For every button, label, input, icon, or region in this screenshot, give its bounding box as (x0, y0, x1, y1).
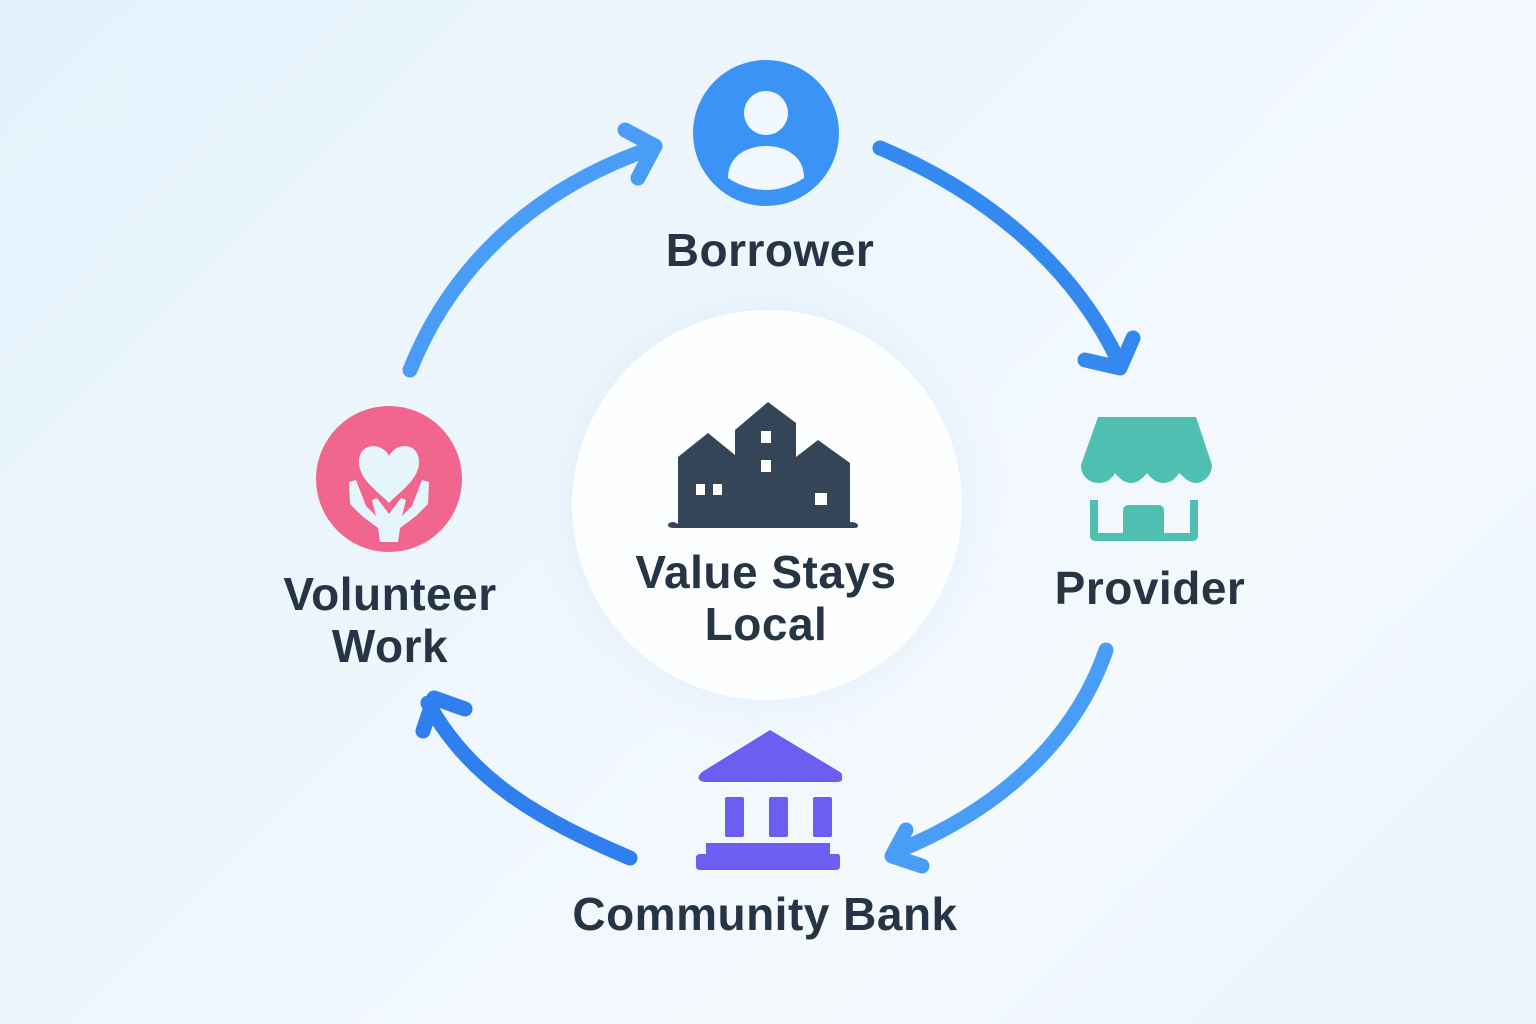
user-icon (693, 60, 839, 206)
arrowhead-volunteer (415, 690, 473, 739)
center-label-line1: Value Stays (635, 546, 897, 598)
buildings-icon (668, 402, 858, 528)
arrow-borrower-to-provider (872, 140, 1126, 368)
borrower-label: Borrower (665, 224, 875, 276)
community-bank-label: Community Bank (572, 888, 958, 940)
provider-label: Provider (1054, 562, 1246, 614)
volunteer-label-line2: Work (331, 620, 449, 672)
arrowhead-bank (884, 822, 930, 874)
center-label-line2: Local (704, 598, 828, 650)
arrow-provider-to-bank (887, 642, 1114, 860)
arrowhead-borrower (617, 122, 663, 186)
heart-hands-icon (316, 406, 462, 552)
arrowhead-provider (1077, 330, 1141, 376)
arrow-volunteer-to-borrower (402, 140, 660, 378)
arrow-bank-to-volunteer (420, 695, 638, 866)
storefront-icon (1081, 417, 1212, 541)
volunteer-label-line1: Volunteer (283, 568, 497, 620)
bank-icon (696, 730, 842, 870)
